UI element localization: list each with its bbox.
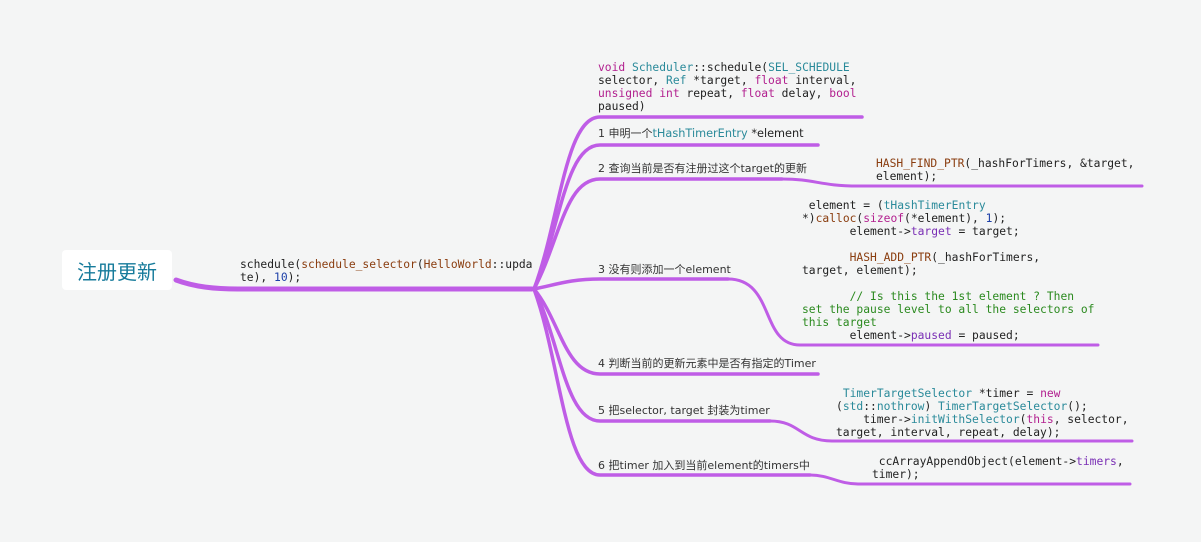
step-3-node[interactable]: 3 没有则添加一个element — [598, 263, 731, 276]
step-2-node[interactable]: 2 查询当前是否有注册过这个target的更新 — [598, 162, 807, 175]
edge-step-5 — [532, 287, 772, 423]
root-label: 注册更新 — [77, 259, 157, 284]
edge-step-4 — [532, 287, 820, 376]
edge-step-2 — [532, 177, 784, 291]
code-add-element-node[interactable]: element = (tHashTimerEntry *)calloc(size… — [802, 199, 1095, 342]
edge-step-3 — [532, 277, 730, 291]
code-hash-find-node[interactable]: HASH_FIND_PTR(_hashForTimers, &target, e… — [876, 157, 1135, 183]
root-node[interactable]: 注册更新 — [62, 250, 172, 290]
step-1-node[interactable]: 1 申明一个tHashTimerEntry *element — [598, 127, 804, 140]
edge-step-6 — [532, 287, 812, 477]
edge-code-3 — [726, 277, 1100, 347]
step-4-node[interactable]: 4 判断当前的更新元素中是否有指定的Timer — [598, 357, 816, 370]
edge-root-schedule — [173, 277, 535, 292]
code-array-append-node[interactable]: ccArrayAppendObject(element->timers, tim… — [872, 455, 1124, 481]
edge-code-5 — [768, 419, 1134, 443]
edge-code-2 — [780, 177, 1144, 188]
edge-code-6 — [808, 473, 1132, 486]
signature-node[interactable]: void Scheduler::schedule(SEL_SCHEDULE se… — [598, 61, 857, 113]
step-5-node[interactable]: 5 把selector, target 封装为timer — [598, 404, 770, 417]
schedule-call-node[interactable]: schedule(schedule_selector(HelloWorld::u… — [240, 258, 533, 284]
code-timer-selector-node[interactable]: TimerTargetSelector *timer = new (std::n… — [836, 387, 1129, 439]
step-6-node[interactable]: 6 把timer 加入到当前element的timers中 — [598, 459, 810, 472]
